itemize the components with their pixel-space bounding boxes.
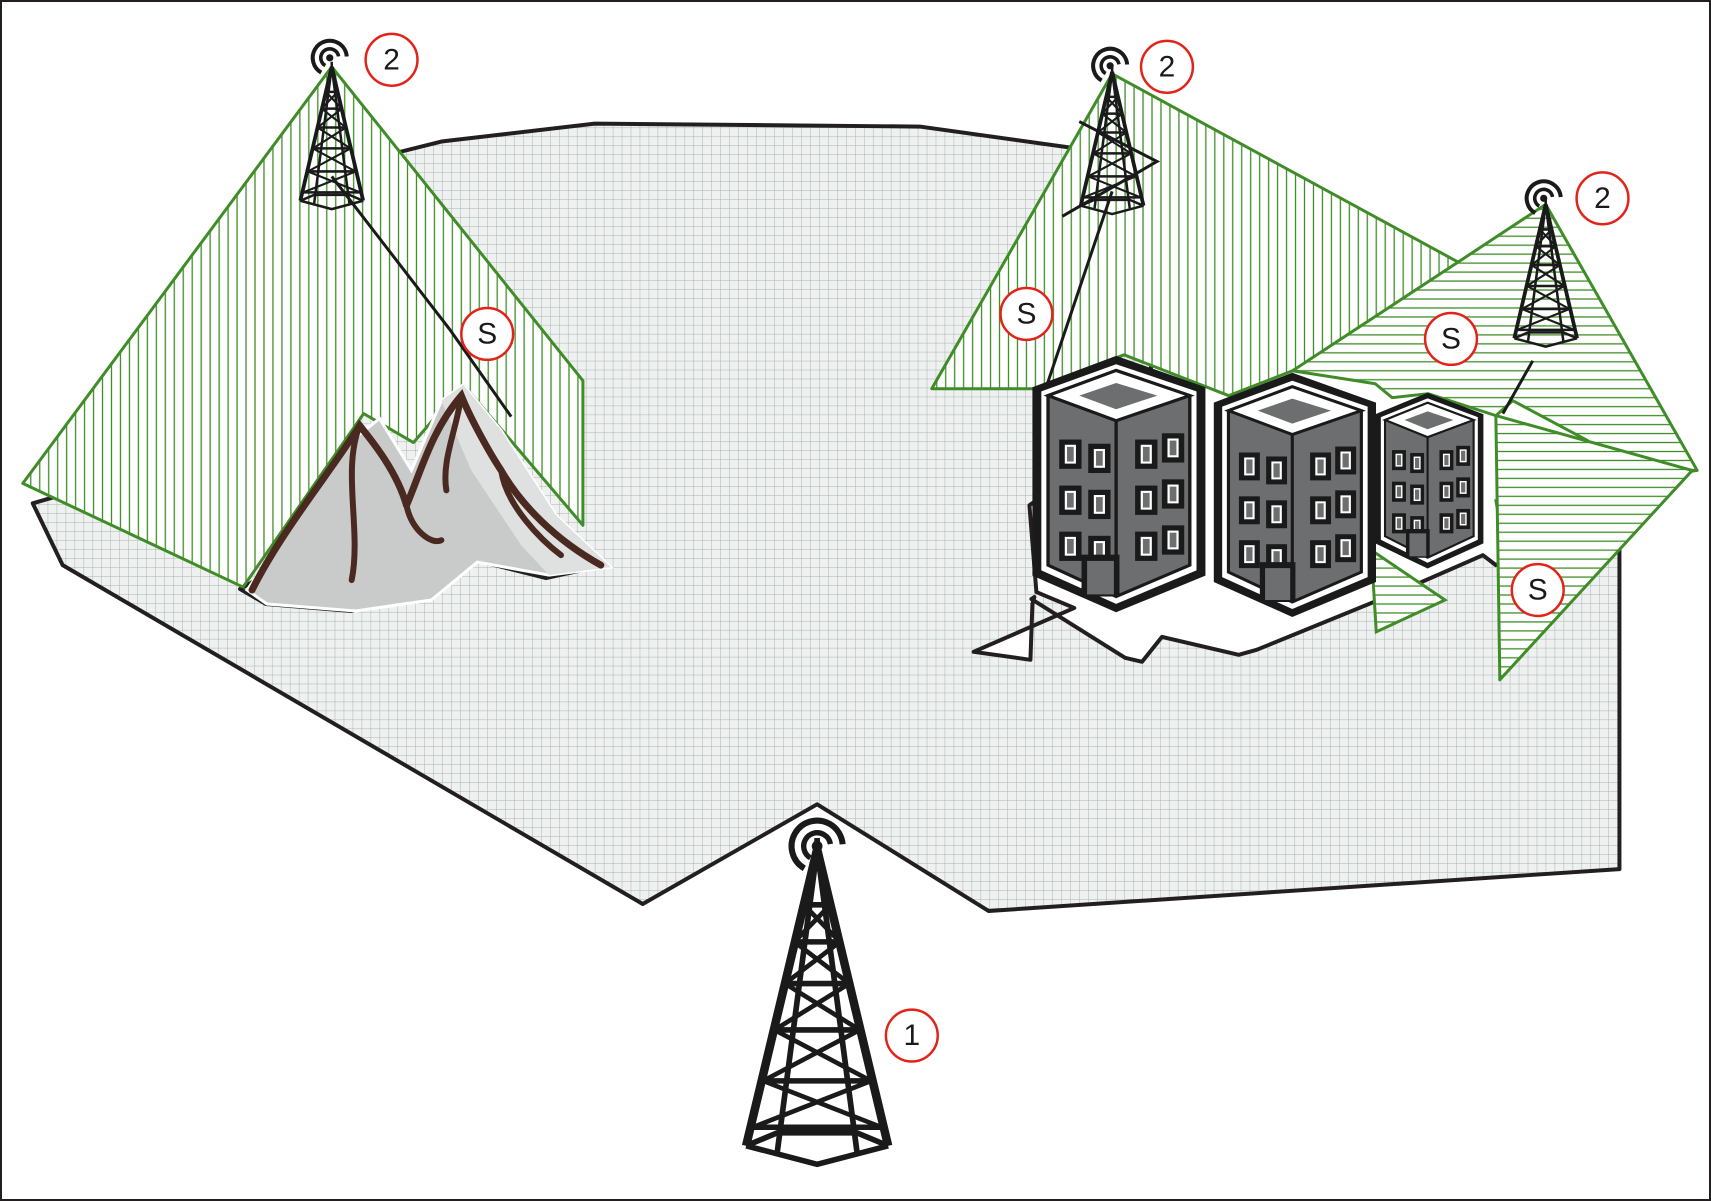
building-icon-right (1374, 391, 1485, 570)
svg-text:S: S (1016, 297, 1036, 330)
marker-shadow-far-right: S (1510, 562, 1565, 618)
svg-text:2: 2 (1594, 182, 1611, 215)
marker-shadow-buildings: S (1423, 311, 1479, 367)
marker-main-tower: 1 (884, 1008, 939, 1063)
marker-gap-filler-left: 2 (364, 32, 419, 87)
marker-shadow-center: S (999, 286, 1054, 342)
svg-text:2: 2 (1159, 50, 1176, 83)
gap-filler-coverage-left (21, 65, 585, 589)
svg-text:1: 1 (903, 1019, 920, 1052)
marker-shadow-mountain: S (460, 306, 515, 362)
svg-text:S: S (1441, 322, 1461, 355)
line-of-sight-left (330, 175, 451, 330)
marker-gap-filler-far-right: 2 (1575, 171, 1630, 226)
svg-text:S: S (1528, 574, 1548, 607)
building-icon-left (1030, 354, 1208, 614)
svg-text:S: S (477, 317, 497, 350)
marker-gap-filler-center-right: 2 (1139, 39, 1195, 94)
svg-text:2: 2 (383, 43, 400, 76)
building-icon-middle (1212, 371, 1378, 619)
mountain-icon (244, 382, 615, 613)
gap-filler-coverage-small (1369, 547, 1449, 635)
radio-tower-icon-1-main (746, 838, 888, 1164)
